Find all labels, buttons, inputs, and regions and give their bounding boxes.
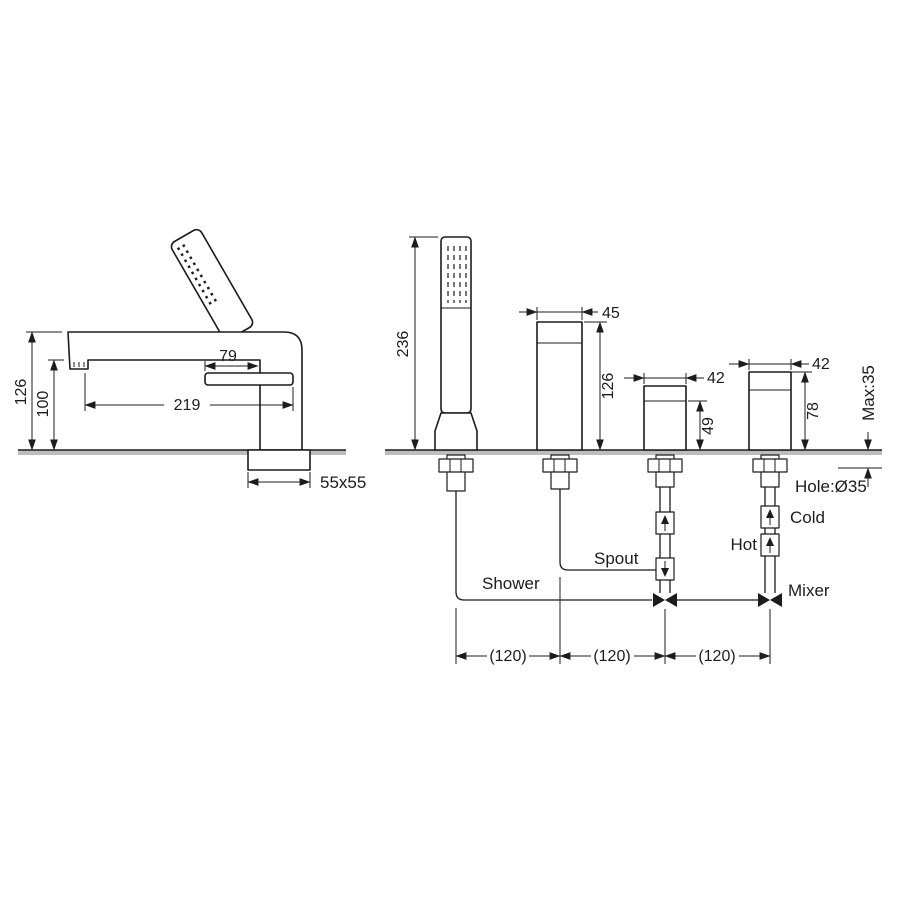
up-arrow-icon (766, 509, 774, 518)
diverter-nut (647, 458, 683, 473)
down-arrow-icon (661, 568, 669, 577)
max-deck-thickness-label: Max:35 (859, 365, 878, 421)
hole-size-label: Hole:Ø35 (795, 477, 867, 496)
side-view: 126 100 79 219 55x55 (13, 228, 366, 492)
faucet-handle-lever (204, 372, 294, 386)
mixer-valve (677, 371, 792, 607)
dim-handle-offset-label: 79 (219, 348, 237, 365)
shower-nut (438, 458, 474, 473)
shower-hose (455, 491, 652, 601)
deck-surface-side (18, 450, 346, 455)
connector-valve-icon (770, 593, 782, 607)
diverter-valve (643, 385, 687, 607)
base-plate-side (247, 449, 311, 471)
front-view: 236 45 126 42 49 42 78 (385, 236, 882, 665)
up-arrow-icon (661, 515, 669, 524)
connector-valve-icon (665, 593, 677, 607)
dim-mixer-height-label: 78 (805, 402, 822, 420)
deck-surface-front (385, 450, 882, 455)
hand-shower-wand-front (440, 236, 472, 414)
base-plate-size-label: 55x55 (320, 473, 366, 492)
shower-label: Shower (482, 574, 540, 593)
connector-valve-icon (653, 593, 665, 607)
label-mask (487, 648, 529, 664)
connector-valve-icon (758, 593, 770, 607)
cold-label: Cold (790, 508, 825, 527)
diverter-body (643, 385, 687, 451)
up-arrow-icon (766, 537, 774, 546)
spout-body (536, 321, 583, 451)
spacing-label-3: (120) (698, 648, 735, 665)
hot-label: Hot (731, 535, 758, 554)
spout-nut (542, 458, 578, 473)
spout-pipe (559, 489, 656, 571)
dim-mixer-width-label: 42 (812, 356, 830, 373)
spout-front (536, 321, 656, 571)
dim-spout-height-label: 100 (35, 391, 52, 418)
dim-spout-width-label: 45 (602, 305, 620, 322)
dim-diverter-height-label: 49 (700, 417, 717, 435)
mixer-nut (752, 458, 788, 473)
shower-holder (434, 412, 478, 451)
label-mask (164, 396, 210, 413)
dim-diverter-width-label: 42 (707, 370, 725, 387)
label-mask (591, 648, 634, 664)
dim-reach-label: 219 (174, 397, 201, 414)
label-mask (696, 648, 739, 664)
hand-shower-wand-side (170, 228, 254, 341)
spacing-label-1: (120) (489, 648, 526, 665)
hand-shower-front (434, 236, 652, 601)
dim-shower-height-label: 236 (395, 331, 412, 358)
spout-label: Spout (594, 549, 639, 568)
hand-shower-side (170, 228, 254, 341)
dim-side-height-label: 126 (13, 379, 30, 406)
spacing-label-2: (120) (593, 648, 630, 665)
faucet-body-outline (67, 331, 303, 451)
mixer-body (748, 371, 792, 451)
mixer-label: Mixer (788, 581, 830, 600)
dim-spout-body-height-label: 126 (600, 373, 617, 400)
